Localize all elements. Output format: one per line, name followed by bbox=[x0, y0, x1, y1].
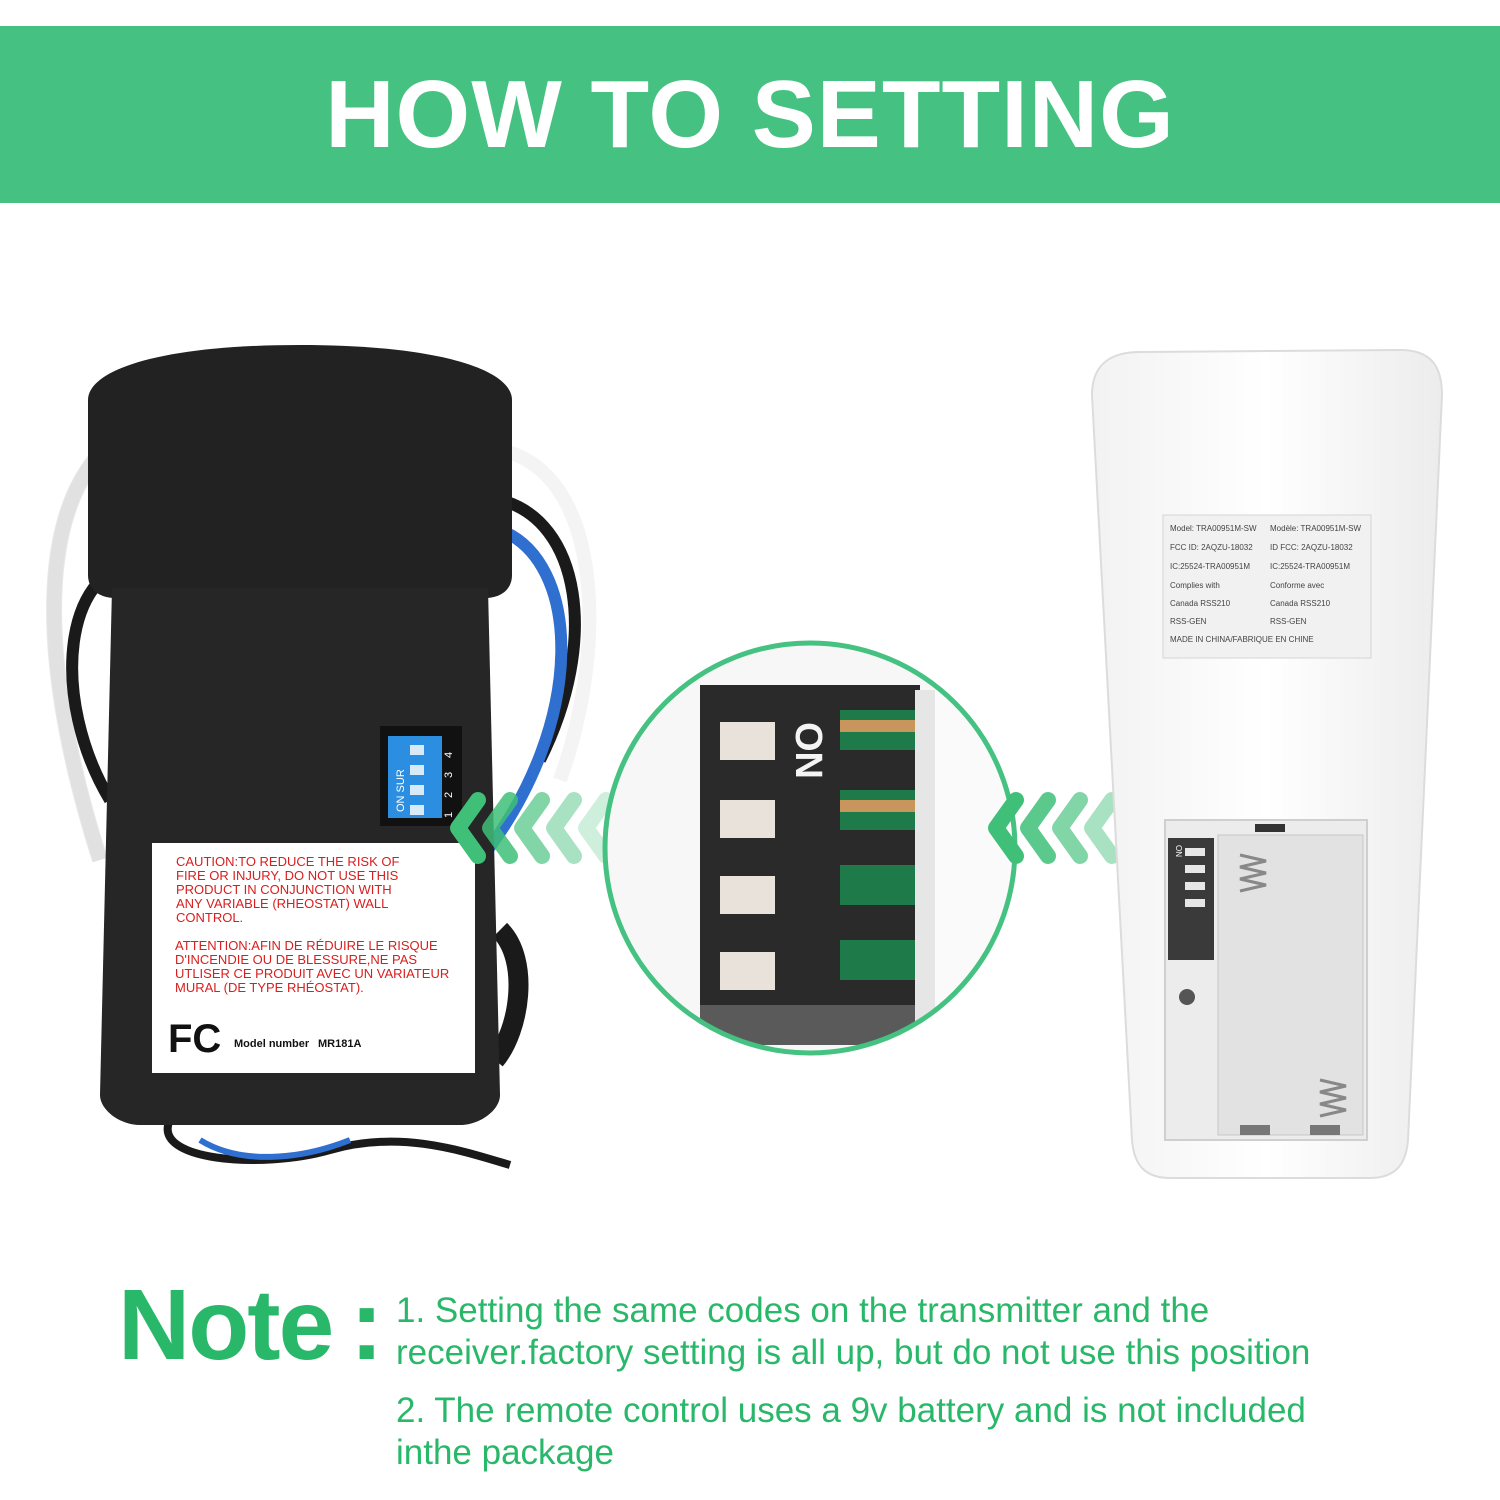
svg-text:1: 1 bbox=[443, 812, 455, 818]
header-banner: HOW TO SETTING bbox=[0, 26, 1500, 203]
svg-text:MURAL (DE TYPE RHÉOSTAT).: MURAL (DE TYPE RHÉOSTAT). bbox=[175, 980, 364, 995]
svg-text:Canada RSS210: Canada RSS210 bbox=[1270, 599, 1331, 608]
battery-spring-bottom bbox=[1319, 1078, 1347, 1118]
note-line-1a: 1. Setting the same codes on the transmi… bbox=[396, 1291, 1210, 1330]
svg-text:4: 4 bbox=[443, 752, 455, 758]
dip-switch-zoom: ON bbox=[602, 640, 1018, 1056]
svg-text:2: 2 bbox=[443, 792, 455, 798]
zoom-on-label: ON bbox=[787, 722, 829, 779]
caution-label bbox=[152, 843, 475, 1073]
fcc-logo: FC bbox=[168, 1017, 221, 1061]
note-heading: Note bbox=[118, 1269, 334, 1381]
receiver-unit: ON SUR 1 2 3 4 CAUTION:TO REDUCE THE RIS… bbox=[46, 345, 597, 1169]
receiver-cap bbox=[88, 345, 512, 598]
svg-text:ATTENTION:AFIN DE RÉDUIRE LE R: ATTENTION:AFIN DE RÉDUIRE LE RISQUE bbox=[175, 938, 438, 953]
svg-text:3: 3 bbox=[443, 772, 455, 778]
note-colon: : bbox=[350, 1269, 384, 1381]
svg-text:CONTROL.: CONTROL. bbox=[176, 910, 243, 925]
model-number-value: MR181A bbox=[318, 1038, 361, 1050]
svg-text:RSS-GEN: RSS-GEN bbox=[1270, 617, 1307, 626]
svg-text:ANY VARIABLE (RHEOSTAT) WALL: ANY VARIABLE (RHEOSTAT) WALL bbox=[176, 896, 388, 911]
model-number-label: Model number bbox=[234, 1038, 310, 1050]
note-line-2a: 2. The remote control uses a 9v battery … bbox=[396, 1391, 1306, 1430]
svg-text:PRODUCT IN CONJUNCTION WITH: PRODUCT IN CONJUNCTION WITH bbox=[176, 882, 392, 897]
remote-fcc-label bbox=[1162, 514, 1372, 659]
svg-text:MADE IN CHINA/FABRIQUE EN CHIN: MADE IN CHINA/FABRIQUE EN CHINE bbox=[1170, 635, 1314, 644]
svg-text:CAUTION:TO REDUCE THE RISK OF: CAUTION:TO REDUCE THE RISK OF bbox=[176, 854, 399, 869]
svg-text:IC:25524-TRA00951M: IC:25524-TRA00951M bbox=[1270, 562, 1350, 571]
arrows-left bbox=[450, 792, 614, 864]
svg-text:IC:25524-TRA00951M: IC:25524-TRA00951M bbox=[1170, 562, 1250, 571]
svg-text:ID FCC: 2AQZU-18032: ID FCC: 2AQZU-18032 bbox=[1270, 543, 1353, 552]
svg-text:Conforme avec: Conforme avec bbox=[1270, 581, 1324, 590]
zoom-switch-1 bbox=[720, 722, 775, 760]
remote-dip-label: ON bbox=[1174, 845, 1183, 857]
svg-text:D'INCENDIE OU DE BLESSURE,NE P: D'INCENDIE OU DE BLESSURE,NE PAS bbox=[175, 952, 417, 967]
note-line-2b: inthe package bbox=[396, 1433, 614, 1472]
battery-spring-top bbox=[1239, 853, 1267, 893]
svg-text:Model: TRA00951M-SW: Model: TRA00951M-SW bbox=[1170, 524, 1257, 533]
svg-text:FCC ID: 2AQZU-18032: FCC ID: 2AQZU-18032 bbox=[1170, 543, 1253, 552]
blue-wire bbox=[475, 524, 568, 864]
svg-text:Canada RSS210: Canada RSS210 bbox=[1170, 599, 1231, 608]
svg-text:Complies with: Complies with bbox=[1170, 581, 1220, 590]
svg-text:RSS-GEN: RSS-GEN bbox=[1170, 617, 1207, 626]
svg-text:Modèle: TRA00951M-SW: Modèle: TRA00951M-SW bbox=[1270, 524, 1361, 533]
page-title: HOW TO SETTING bbox=[325, 60, 1175, 168]
white-wire-right bbox=[498, 443, 597, 783]
note-line-1b: receiver.factory setting is all up, but … bbox=[396, 1333, 1311, 1372]
remote-transmitter: Model: TRA00951M-SW FCC ID: 2AQZU-18032 … bbox=[1090, 348, 1444, 1179]
svg-text:UTLISER CE PRODUIT AVEC UN VAR: UTLISER CE PRODUIT AVEC UN VARIATEUR bbox=[175, 966, 449, 981]
remote-screw bbox=[1179, 989, 1195, 1005]
receiver-dip-label: ON SUR bbox=[395, 769, 407, 812]
svg-text:FIRE OR INJURY, DO NOT USE THI: FIRE OR INJURY, DO NOT USE THIS bbox=[176, 868, 399, 883]
